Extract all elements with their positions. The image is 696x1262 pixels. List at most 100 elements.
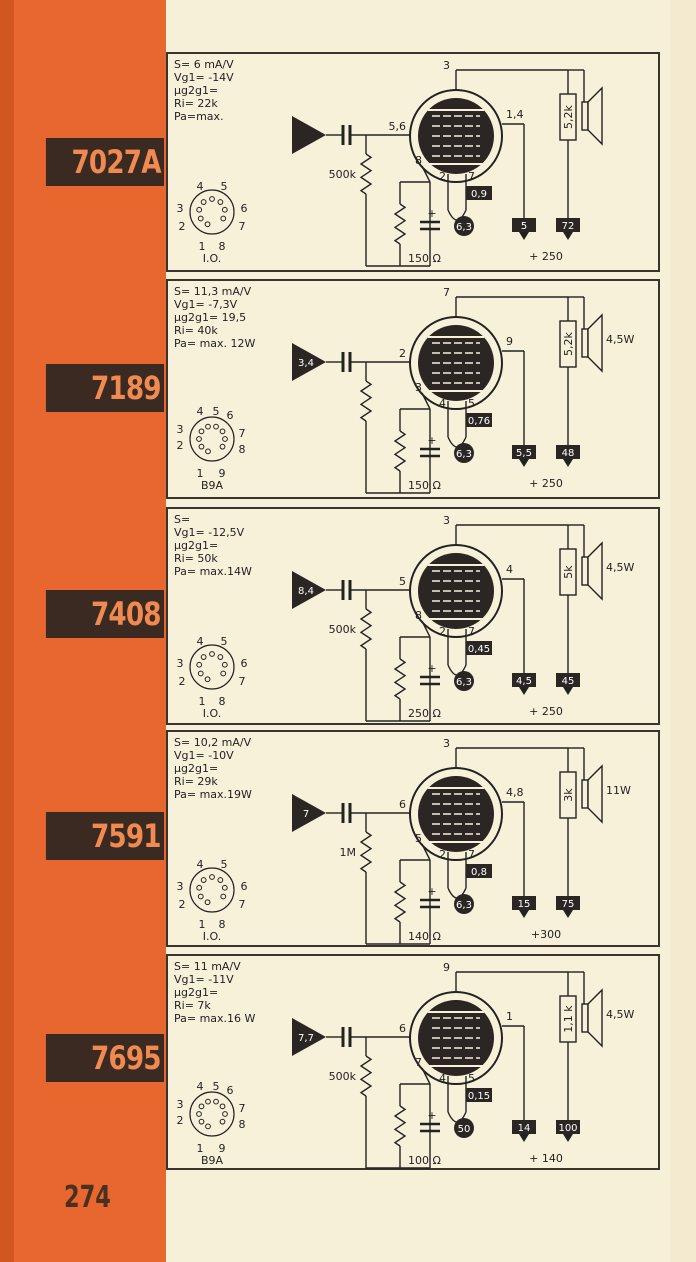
anode-arrow: [563, 910, 573, 918]
parameter-line: Ri= 40k: [174, 324, 218, 337]
screen-arrow: [519, 1134, 529, 1142]
parameter-line: µg2g1=: [174, 84, 219, 97]
screen-current-box: 15: [512, 896, 536, 910]
supply-voltage: + 250: [529, 250, 563, 263]
grid-pin: 5,6: [389, 120, 407, 133]
speaker-icon: [581, 1003, 589, 1033]
anode-current: 100: [558, 1123, 577, 1134]
parameter-line: Vg1= -12,5V: [174, 526, 245, 539]
anode-arrow: [563, 1134, 573, 1142]
anode-arrow: [563, 459, 573, 467]
supply-voltage: + 140: [529, 1152, 563, 1165]
screen-current: 5,5: [516, 448, 532, 459]
anode-arrow: [563, 232, 573, 240]
tube-type-label: 7408: [45, 590, 164, 638]
supply-voltage: + 250: [529, 705, 563, 718]
anode-pin: 3: [443, 514, 450, 527]
load-value: 1,1 k: [562, 1005, 575, 1033]
output-power: 11W: [606, 784, 631, 797]
screen-arrow: [519, 459, 529, 467]
supply-voltage: +300: [531, 928, 561, 941]
parameter-line: Pa= max. 12W: [174, 337, 256, 350]
anode-pin: 9: [443, 961, 450, 974]
tube-type-label: 7189: [45, 364, 164, 412]
load-value: 5,2k: [562, 331, 575, 355]
anode-current: 72: [562, 221, 575, 232]
socket-pin-number: 3: [177, 657, 184, 670]
grid-resistor-value: 500k: [329, 1070, 357, 1083]
cathode-resistor: [393, 430, 407, 472]
heater-current-box: 0,8: [466, 864, 492, 878]
screen-arrow: [519, 687, 529, 695]
parameter-line: S= 11,3 mA/V: [174, 285, 252, 298]
heater-voltage: 6,3: [456, 449, 472, 460]
parameter-line: Pa= max.19W: [174, 788, 252, 801]
socket-pin-number: 4: [197, 405, 204, 418]
parameter-line: S= 11 mA/V: [174, 960, 241, 973]
output-power: 4,5W: [606, 333, 634, 346]
socket-type: I.O.: [203, 707, 221, 720]
grid-resistor: [359, 153, 373, 195]
socket-type: B9A: [201, 479, 224, 492]
heater-current-box: 0,15: [466, 1088, 492, 1102]
screen-pin: 4,8: [506, 786, 524, 799]
load-value: 3k: [562, 788, 575, 802]
heater-voltage: 6,3: [456, 677, 472, 688]
cathode-resistor: [393, 658, 407, 700]
socket-pin-number: 8: [219, 918, 226, 931]
socket-pin-number: 4: [197, 180, 204, 193]
socket-pin-number: 2: [177, 1114, 184, 1127]
heater-pin-b: 7: [468, 848, 475, 861]
socket-pin-number: 7: [239, 220, 246, 233]
cathode-pin: 3: [415, 381, 422, 394]
heater-voltage-marker: [454, 671, 474, 691]
grid-resistor: [359, 1055, 373, 1097]
socket-pin-number: 3: [177, 880, 184, 893]
socket-pin-number: 7: [239, 427, 246, 440]
grid-resistor-value: 1M: [340, 846, 357, 859]
socket-pin-number: 5: [221, 180, 228, 193]
screen-current: 14: [518, 1123, 531, 1134]
anode-current-box: 75: [556, 896, 580, 910]
grid-pin: 6: [399, 1022, 406, 1035]
cathode-pin: 8: [415, 609, 422, 622]
socket-pin-number: 2: [179, 675, 186, 688]
screen-current-box: 5: [512, 218, 536, 232]
parameter-line: Pa= max.14W: [174, 565, 252, 578]
parameter-line: Vg1= -10V: [174, 749, 234, 762]
socket-type: I.O.: [203, 930, 221, 943]
cathode-pin: 8: [415, 154, 422, 167]
socket-type: B9A: [201, 1154, 224, 1167]
heater-pin-a: 2: [439, 170, 446, 183]
tube-type-label: 7695: [45, 1034, 164, 1082]
socket-pin-number: 6: [227, 1084, 234, 1097]
cathode-resistor-value: 100 Ω: [408, 1154, 441, 1167]
heater-pin-b: 5: [468, 1072, 475, 1085]
socket-pin-number: 3: [177, 1098, 184, 1111]
heater-pin-a: 4: [439, 1072, 446, 1085]
screen-arrow: [519, 232, 529, 240]
input-stage-value: 7: [303, 809, 309, 820]
speaker-icon: [581, 328, 589, 358]
heater-current: 0,76: [468, 416, 490, 427]
socket-pin-number: 6: [241, 202, 248, 215]
screen-current: 15: [518, 899, 531, 910]
parameter-line: Ri= 22k: [174, 97, 218, 110]
heater-voltage: 6,3: [456, 222, 472, 233]
anode-current-box: 45: [556, 673, 580, 687]
speaker-icon: [581, 779, 589, 809]
anode-pin: 3: [443, 737, 450, 750]
parameter-line: S= 10,2 mA/V: [174, 736, 252, 749]
heater-current-box: 0,76: [466, 413, 492, 427]
input-stage-triangle: [292, 794, 326, 832]
